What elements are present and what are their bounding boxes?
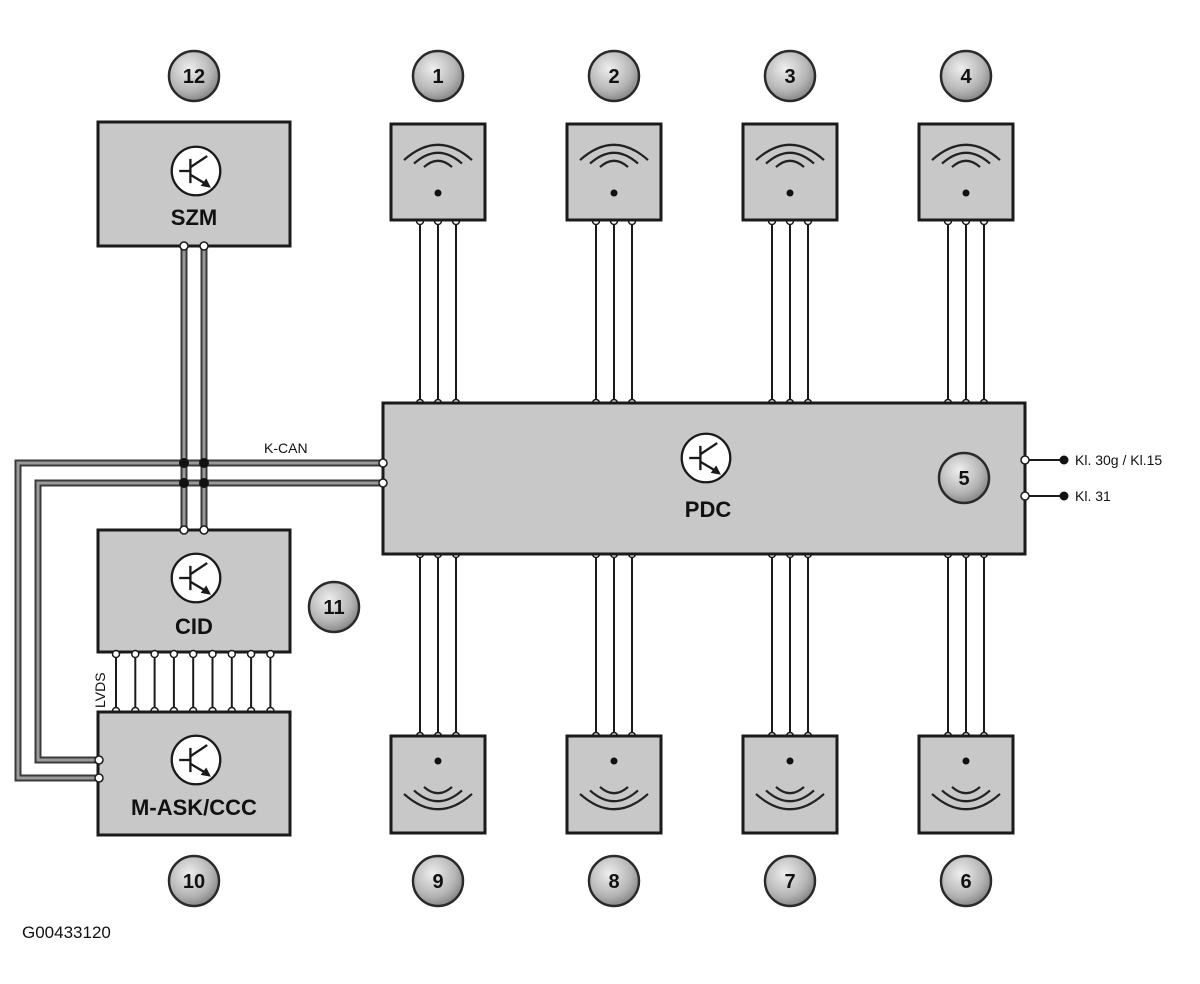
cid-label: CID	[175, 614, 213, 639]
badge-1: 1	[411, 49, 465, 103]
badge-number: 7	[784, 871, 795, 893]
sensor-bottom	[565, 734, 663, 835]
sensor-bottom	[741, 734, 839, 835]
transistor-icon	[170, 734, 222, 786]
badge-number: 5	[958, 468, 969, 490]
m-ask-ccc-module: M-ASK/CCC	[94, 710, 292, 837]
badge-number: 3	[784, 66, 795, 88]
sensor-bottom	[917, 734, 1015, 835]
badge-7: 7	[763, 854, 817, 908]
badge-11: 11	[307, 580, 361, 634]
badge-number: 12	[183, 66, 205, 88]
szm-label: SZM	[171, 205, 217, 230]
k-can-bus	[14, 246, 383, 782]
badge-8: 8	[587, 854, 641, 908]
terminal-kl31-label: Kl. 31	[1075, 488, 1111, 504]
transistor-icon	[170, 552, 222, 604]
badge-number: 8	[608, 871, 619, 893]
power-terminals: Kl. 30g / Kl.15 Kl. 31	[1029, 452, 1162, 504]
cid-module: CID	[96, 525, 292, 654]
sensor-bottom	[389, 734, 487, 835]
badge-6: 6	[939, 854, 993, 908]
sensor-top	[741, 122, 839, 222]
badge-10: 10	[167, 854, 221, 908]
badge-4: 4	[939, 49, 993, 103]
badge-5: 5	[937, 451, 991, 505]
badge-number: 9	[432, 871, 443, 893]
badge-number: 1	[432, 66, 443, 88]
szm-module: SZM	[96, 120, 292, 251]
pdc-label: PDC	[685, 497, 732, 522]
badge-number: 10	[183, 871, 205, 893]
sensor-top	[565, 122, 663, 222]
pdc-sensors	[389, 122, 1015, 835]
badge-number: 6	[960, 871, 971, 893]
badge-number: 11	[323, 597, 344, 619]
sensor-top	[917, 122, 1015, 222]
badge-9: 9	[411, 854, 465, 908]
m-ask-ccc-label: M-ASK/CCC	[131, 795, 257, 820]
terminal-kl30-label: Kl. 30g / Kl.15	[1075, 452, 1162, 468]
sensor-top	[389, 122, 487, 222]
badge-3: 3	[763, 49, 817, 103]
lvds-label: LVDS	[92, 672, 108, 708]
figure-id: G00433120	[22, 923, 111, 942]
lvds-bus	[111, 649, 275, 716]
badge-number: 4	[960, 66, 972, 88]
badge-2: 2	[587, 49, 641, 103]
badge-12: 12	[167, 49, 221, 103]
transistor-icon	[680, 432, 732, 484]
transistor-icon	[170, 145, 222, 197]
k-can-label: K-CAN	[264, 440, 308, 456]
badge-number: 2	[608, 66, 619, 88]
pdc-module: PDC	[378, 401, 1030, 556]
